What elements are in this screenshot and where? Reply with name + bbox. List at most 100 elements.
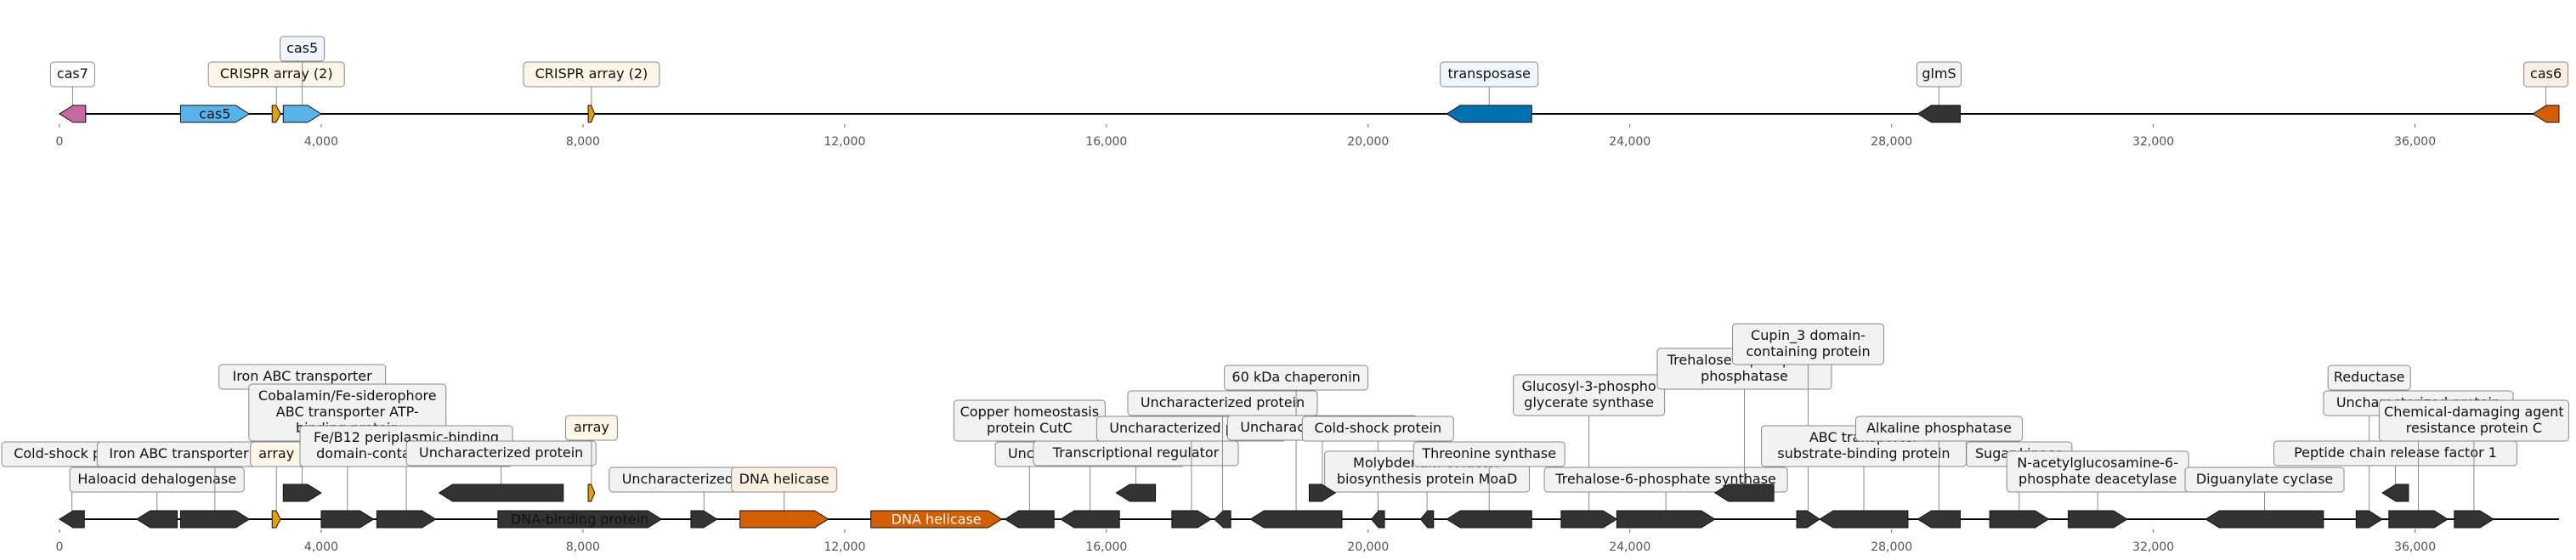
gene-arrow[interactable]	[1446, 510, 1532, 529]
gene-arrow[interactable]	[870, 510, 1003, 529]
gene-arrow[interactable]	[2532, 105, 2560, 123]
gene-label: Iron ABC transporter	[233, 368, 373, 384]
gene-label: Cold-shock protein	[1315, 420, 1442, 436]
axis-tick-label: 16,000	[1085, 135, 1127, 149]
gene-label-box	[2327, 365, 2411, 391]
gene-arrow[interactable]	[587, 105, 596, 123]
axis-tick-label: 24,000	[1609, 135, 1650, 149]
gene-arrow[interactable]	[587, 484, 596, 502]
gene-label: Reductase	[2334, 369, 2405, 385]
axis-tick-label: 12,000	[824, 135, 865, 149]
gene-arrow[interactable]	[1560, 510, 1618, 529]
gene-arrow[interactable]	[1004, 510, 1055, 529]
gene-arrow[interactable]	[2205, 510, 2324, 529]
axis-tick-label: 16,000	[1085, 540, 1127, 554]
gene-arrow[interactable]	[2355, 510, 2384, 529]
gene-arrow[interactable]	[282, 484, 322, 502]
gene-arrow[interactable]	[1249, 510, 1343, 529]
gene-label-box	[280, 36, 326, 62]
gene-label-box	[564, 415, 618, 441]
gene-arrow[interactable]	[59, 105, 87, 123]
gene-label: Alkaline phosphatase	[1866, 420, 2012, 436]
gene-inner-label: DNA-binding protein	[511, 512, 648, 528]
gene-label: Threonine synthase	[1421, 445, 1556, 461]
axis-tick-label: 24,000	[1609, 540, 1650, 554]
gene-label: Trehalose-6-phosphate synthase	[1554, 471, 1776, 487]
gene-arrow[interactable]	[59, 510, 85, 529]
gene-arrow[interactable]	[1214, 510, 1231, 529]
arrow-layer: cas5	[59, 105, 2560, 123]
gene-label-box	[49, 61, 95, 88]
gene-arrow[interactable]	[1171, 510, 1212, 529]
axis-tick-label: 36,000	[2394, 135, 2436, 149]
gene-label-box	[1127, 390, 1318, 416]
gene-label: DNA helicase	[739, 471, 829, 487]
gene-label: Uncharacterized protein	[419, 444, 583, 461]
gene-label: Diguanylate cyclase	[2196, 471, 2333, 487]
gene-label-box	[523, 61, 660, 88]
gene-inner-label: cas5	[199, 106, 230, 122]
gene-arrow[interactable]	[2454, 510, 2494, 529]
gene-label: Peptide chain release factor 1	[2294, 444, 2497, 461]
gene-arrow[interactable]	[1059, 510, 1120, 529]
gene-arrow[interactable]	[690, 510, 718, 529]
gene-arrow[interactable]	[135, 510, 178, 529]
axis-tick-label: 36,000	[2394, 540, 2436, 554]
gene-label-box	[69, 467, 245, 493]
gene-arrow[interactable]	[497, 510, 663, 529]
gene-label: array	[258, 445, 294, 461]
gene-arrow[interactable]	[2068, 510, 2128, 529]
axis-tick-label: 20,000	[1347, 540, 1389, 554]
gene-arrow[interactable]	[320, 510, 375, 529]
gene-arrow[interactable]	[271, 510, 281, 529]
axis-tick-label: 8,000	[566, 540, 600, 554]
gene-arrow[interactable]	[1309, 484, 1337, 502]
gene-label-box	[1513, 374, 1666, 416]
gene-label-box	[1301, 416, 1454, 442]
gene-arrow[interactable]	[1370, 510, 1385, 529]
gene-inner-label: DNA helicase	[892, 512, 982, 528]
gene-label: cas7	[57, 65, 88, 82]
arrow-layer: DNA-binding protein DNA helicase	[59, 484, 2494, 529]
axis-tick-label: 12,000	[824, 540, 865, 554]
gene-arrow[interactable]	[739, 510, 829, 529]
gene-label: array	[574, 419, 609, 435]
gene-arrow[interactable]	[1819, 510, 1909, 529]
gene-arrow[interactable]	[1419, 510, 1435, 529]
gene-arrow[interactable]	[1115, 484, 1157, 502]
gene-arrow[interactable]	[438, 484, 564, 502]
gene-arrow[interactable]	[1796, 510, 1820, 529]
gene-label-box	[1732, 323, 1885, 365]
axis-tick-label: 0	[56, 135, 64, 149]
gene-arrow[interactable]	[2381, 484, 2409, 502]
axis-tick-label: 20,000	[1347, 135, 1389, 149]
axis-tick-label: 32,000	[2132, 540, 2174, 554]
gene-arrow[interactable]	[179, 510, 251, 529]
gene-arrow[interactable]	[271, 105, 281, 123]
gene-label-box	[207, 61, 345, 88]
gene-arrow[interactable]	[1713, 484, 1775, 502]
axis-tick-label: 28,000	[1871, 135, 1912, 149]
gene-arrow[interactable]	[1446, 105, 1532, 123]
gene-label-box	[1413, 441, 1565, 467]
gene-label: Cupin_3 domain-containing protein	[1746, 327, 1870, 359]
gene-arrow[interactable]	[1916, 105, 1962, 123]
gene-arrow[interactable]	[376, 510, 437, 529]
gene-label: Uncharacterized protein	[1141, 394, 1305, 410]
gene-label-box	[2523, 61, 2569, 88]
gene-arrow[interactable]	[179, 105, 251, 123]
gene-label-box	[2378, 399, 2569, 442]
gene-arrow[interactable]	[1989, 510, 2050, 529]
gene-arrow[interactable]	[2388, 510, 2449, 529]
axis-tick-label: 8,000	[566, 135, 600, 149]
gene-arrow[interactable]	[1616, 510, 1716, 529]
gene-arrow[interactable]	[1916, 510, 1962, 529]
gene-arrow[interactable]	[282, 105, 322, 123]
gene-label: N-acetylglucosamine-6-phosphate deacetyl…	[2017, 455, 2178, 487]
